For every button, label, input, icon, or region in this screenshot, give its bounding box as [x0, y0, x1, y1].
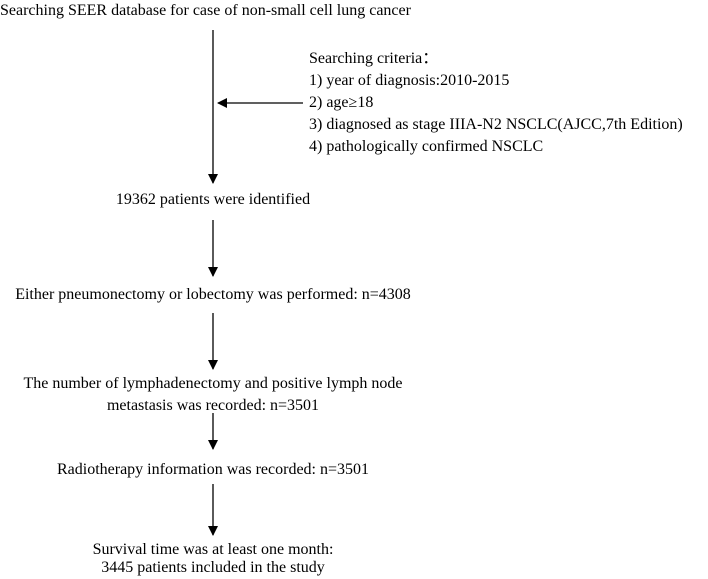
step-surgery-performed: Either pneumonectomy or lobectomy was pe… [15, 286, 411, 303]
step-lymphadenectomy-line1: The number of lymphadenectomy and positi… [23, 375, 403, 392]
step-search-database: Searching SEER database for case of non-… [0, 2, 411, 19]
criteria-item-pathology: 4) pathologically confirmed NSCLC [309, 138, 544, 155]
step-survival-line1: Survival time was at least one month: [92, 541, 334, 558]
criteria-item-age: 2) age≥18 [309, 94, 374, 111]
step-patients-identified: 19362 patients were identified [115, 191, 311, 208]
criteria-item-year: 1) year of diagnosis:2010-2015 [309, 72, 510, 89]
step-survival-line2: 3445 patients included in the study [101, 559, 325, 576]
criteria-item-stage: 3) diagnosed as stage IIIA-N2 NSCLC(AJCC… [309, 116, 683, 133]
step-lymphadenectomy-line2: metastasis was recorded: n=3501 [106, 397, 320, 414]
step-radiotherapy: Radiotherapy information was recorded: n… [56, 461, 370, 478]
criteria-title: Searching criteria： [309, 50, 439, 67]
